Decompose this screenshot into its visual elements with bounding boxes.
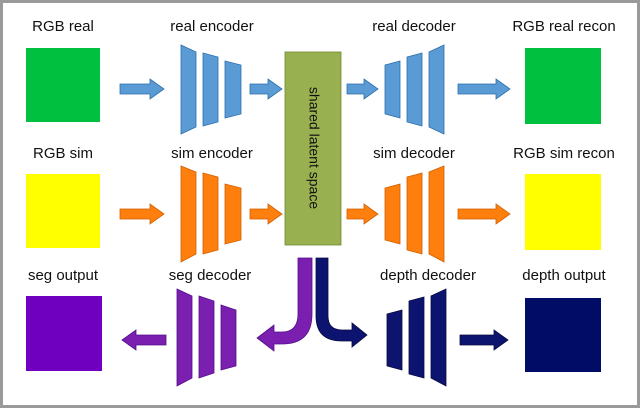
rgb-sim-recon-label: RGB sim recon [513,145,615,162]
sim-encoder-label: sim encoder [171,145,253,162]
seg-output-label: seg output [28,267,99,284]
sim-decoder [384,165,445,263]
arrow-real-output [457,78,511,100]
depth-decoder [386,288,447,387]
depth-output-label: depth output [522,267,606,284]
real-encoder [180,44,242,135]
arrow-real-input [119,78,165,100]
real-decoder [384,44,445,135]
rgb-sim-label: RGB sim [33,145,93,162]
rgb-real-recon-box [525,48,601,124]
arrow-sim-input [119,203,165,225]
arrow-sim-to-latent [249,203,283,225]
shared-latent-space-label: shared latent space [306,87,322,209]
seg-decoder-label: seg decoder [169,267,252,284]
sim-decoder-label: sim decoder [373,145,455,162]
rgb-real-recon-label: RGB real recon [512,18,615,35]
arrow-depth-output [459,329,509,351]
rgb-sim-recon-box [525,174,601,250]
depth-output-box [525,298,601,372]
arrow-seg-output [121,329,167,351]
arrow-sim-output [457,203,511,225]
seg-output-box [26,296,102,371]
rgb-sim-box [26,174,100,248]
arrow-latent-to-sim-decoder [346,203,379,225]
rgb-real-label: RGB real [32,18,94,35]
real-decoder-label: real decoder [372,18,455,35]
arrow-latent-to-depth-decoder [315,257,368,348]
depth-decoder-label: depth decoder [380,267,476,284]
arrow-latent-to-real-decoder [346,78,379,100]
shared-latent-space-box [284,51,342,246]
arrow-latent-to-seg-decoder [256,257,313,352]
real-encoder-label: real encoder [170,18,253,35]
rgb-real-box [26,48,100,122]
sim-encoder [180,165,242,263]
seg-decoder [176,288,237,387]
arrow-real-to-latent [249,78,283,100]
